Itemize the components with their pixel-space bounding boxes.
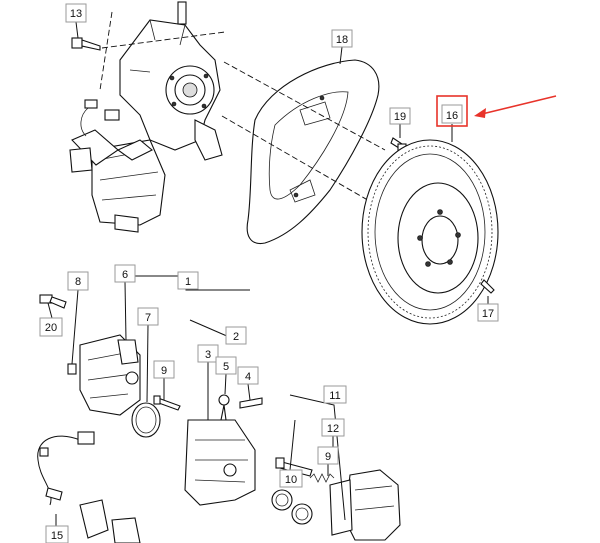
bolt-13: [71, 37, 101, 51]
svg-text:8: 8: [75, 276, 81, 288]
callout-8: 8: [67, 271, 89, 291]
callout-5: 5: [215, 356, 237, 375]
caliper-upper: [69, 99, 166, 233]
guide-pin-5: [218, 394, 230, 421]
svg-text:4: 4: [245, 371, 251, 383]
callout-6: 6: [114, 264, 136, 283]
callout-17: 17: [477, 303, 499, 322]
brake-carrier: [184, 419, 256, 506]
svg-text:5: 5: [223, 361, 229, 373]
bolt-9a: [153, 395, 181, 411]
callout-16: 16: [441, 104, 463, 124]
callout-12: 12: [321, 418, 345, 437]
svg-text:16: 16: [446, 110, 458, 122]
callout-2: 2: [225, 326, 247, 345]
brake-disc: [361, 139, 499, 325]
svg-text:17: 17: [482, 308, 494, 320]
splash-shield: [246, 59, 380, 245]
svg-text:20: 20: [45, 322, 57, 334]
wear-sensor-cable: [37, 431, 95, 506]
brake-pads: [329, 469, 401, 541]
svg-text:13: 13: [70, 8, 82, 20]
callout-19: 19: [389, 107, 411, 125]
seal-ring-7: [131, 402, 161, 438]
callout-7: 7: [137, 307, 159, 326]
callout-3: 3: [197, 344, 219, 363]
svg-text:11: 11: [329, 390, 340, 402]
svg-text:7: 7: [145, 312, 151, 324]
highlight-marker: [436, 95, 557, 127]
svg-text:1: 1: [185, 276, 191, 288]
bolt-4: [239, 397, 263, 409]
svg-text:2: 2: [233, 331, 239, 343]
svg-text:19: 19: [394, 111, 406, 123]
callout-10: 10: [279, 469, 303, 488]
wheel-bearing-housing: [119, 1, 223, 161]
svg-text:3: 3: [205, 349, 211, 361]
svg-text:9: 9: [161, 365, 167, 377]
caliper-carrier: [79, 334, 141, 416]
callout-18: 18: [331, 29, 353, 48]
kit-bolt-12: [275, 457, 313, 477]
callout-9b: 9: [317, 446, 339, 465]
seal-rings: [271, 489, 313, 525]
svg-text:9: 9: [325, 451, 331, 463]
svg-text:10: 10: [285, 474, 297, 486]
svg-text:12: 12: [327, 423, 339, 435]
svg-text:18: 18: [336, 34, 348, 46]
callout-15: 15: [45, 525, 69, 543]
callout-9a: 9: [153, 360, 175, 379]
svg-text:6: 6: [122, 269, 128, 281]
callout-1: 1: [177, 271, 199, 290]
callout-13: 13: [65, 3, 87, 23]
bleeder-8: [67, 363, 77, 375]
screw-17: [480, 279, 495, 294]
spring-9b: [309, 473, 335, 483]
callout-20: 20: [39, 317, 63, 337]
callout-11: 11: [323, 385, 347, 404]
svg-text:15: 15: [51, 530, 63, 542]
small-pads: [79, 499, 141, 543]
sensor-20: [39, 294, 67, 309]
callout-4: 4: [237, 366, 259, 385]
